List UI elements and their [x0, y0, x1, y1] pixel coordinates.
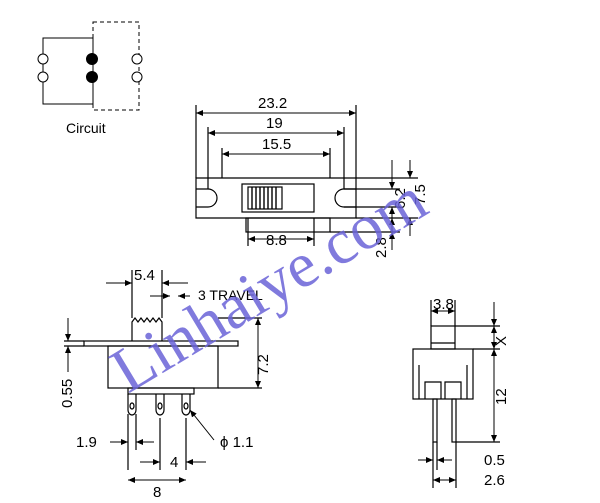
dim-pin-hole: ϕ 1.1: [220, 434, 253, 451]
side-contact: [424, 381, 442, 399]
pin-right: [181, 394, 191, 416]
dim-side-pin-span: 2.6: [484, 472, 505, 489]
circuit-terminal: [131, 53, 143, 65]
dim-total-width: 23.2: [258, 95, 287, 112]
top-body-lower: [245, 217, 331, 233]
pin-hole: [129, 402, 135, 410]
dim-body-height: 7.5: [412, 184, 429, 205]
side-pin: [451, 398, 457, 443]
pin-center: [155, 394, 165, 416]
circuit-terminal: [37, 53, 49, 65]
top-view-dimension-lines: [196, 110, 413, 250]
dim-pin-span: 8: [153, 484, 161, 501]
dim-body-width: 15.5: [262, 136, 291, 153]
side-lever: [430, 325, 456, 350]
dim-slot-height: 6.2: [392, 188, 409, 209]
slider-window: [241, 183, 315, 213]
side-contact: [444, 381, 462, 399]
circuit-symbol: [37, 21, 143, 111]
pin-hole: [183, 402, 189, 410]
dim-mount-pitch: 19: [266, 115, 283, 132]
top-view: [195, 105, 418, 246]
mount-slot-right: [334, 188, 356, 208]
side-body: [412, 348, 474, 400]
circuit-label: Circuit: [66, 120, 106, 136]
dim-lever-thickness: 3.8: [433, 296, 454, 313]
side-view-dimension-lines: [418, 302, 497, 483]
circuit-frame-left: [42, 37, 94, 105]
slider-ribs: [251, 187, 277, 209]
front-view: [64, 270, 262, 470]
dim-overall-height: 12: [493, 388, 510, 405]
dim-pin-thickness: 0.5: [484, 452, 505, 469]
dim-lever-width: 5.4: [134, 267, 155, 284]
dim-lever-height: X: [493, 336, 510, 346]
side-pin: [432, 398, 438, 443]
mount-slot-left: [196, 188, 218, 208]
circuit-common-terminal: [86, 53, 98, 65]
circuit-common-terminal: [86, 71, 98, 83]
dim-travel: 3 TRAVEL: [198, 287, 263, 303]
dim-pin-offset: 1.9: [76, 434, 97, 451]
front-base: [127, 387, 195, 395]
dim-lower-height: 2.8: [373, 237, 390, 258]
front-view-dimension-lines: [65, 280, 261, 483]
lever: [131, 317, 163, 341]
pin-left: [127, 394, 137, 416]
pin-hole: [157, 402, 163, 410]
dim-slider-width: 8.8: [266, 232, 287, 249]
dim-pin-pitch: 4: [170, 454, 178, 471]
circuit-terminal: [131, 71, 143, 83]
dim-front-body-height: 7.2: [255, 354, 272, 375]
circuit-frame-right: [92, 21, 140, 111]
slider-knob: [247, 186, 283, 210]
circuit-terminal: [37, 71, 49, 83]
dim-plate-thickness: 0.55: [59, 379, 76, 408]
